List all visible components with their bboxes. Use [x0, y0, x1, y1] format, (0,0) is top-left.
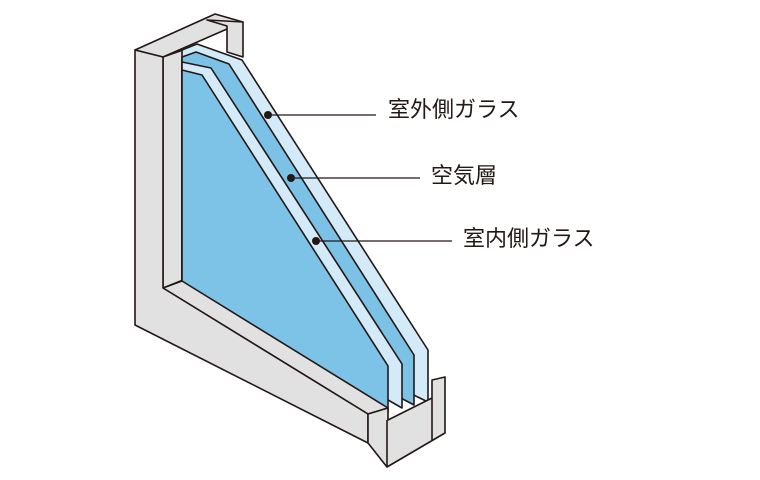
label-outer-glass: 室外側ガラス: [388, 98, 520, 123]
frame-back-block: [206, 19, 244, 58]
label-air-layer: 空気層: [431, 164, 498, 189]
label-inner-glass: 室内側ガラス: [463, 227, 595, 252]
leader-inner-glass: [312, 237, 452, 245]
leader-air-layer: [287, 174, 420, 182]
inner-glass-face: [181, 69, 389, 413]
leader-outer-glass: [264, 111, 376, 119]
frame-inner-reveal: [162, 49, 184, 289]
